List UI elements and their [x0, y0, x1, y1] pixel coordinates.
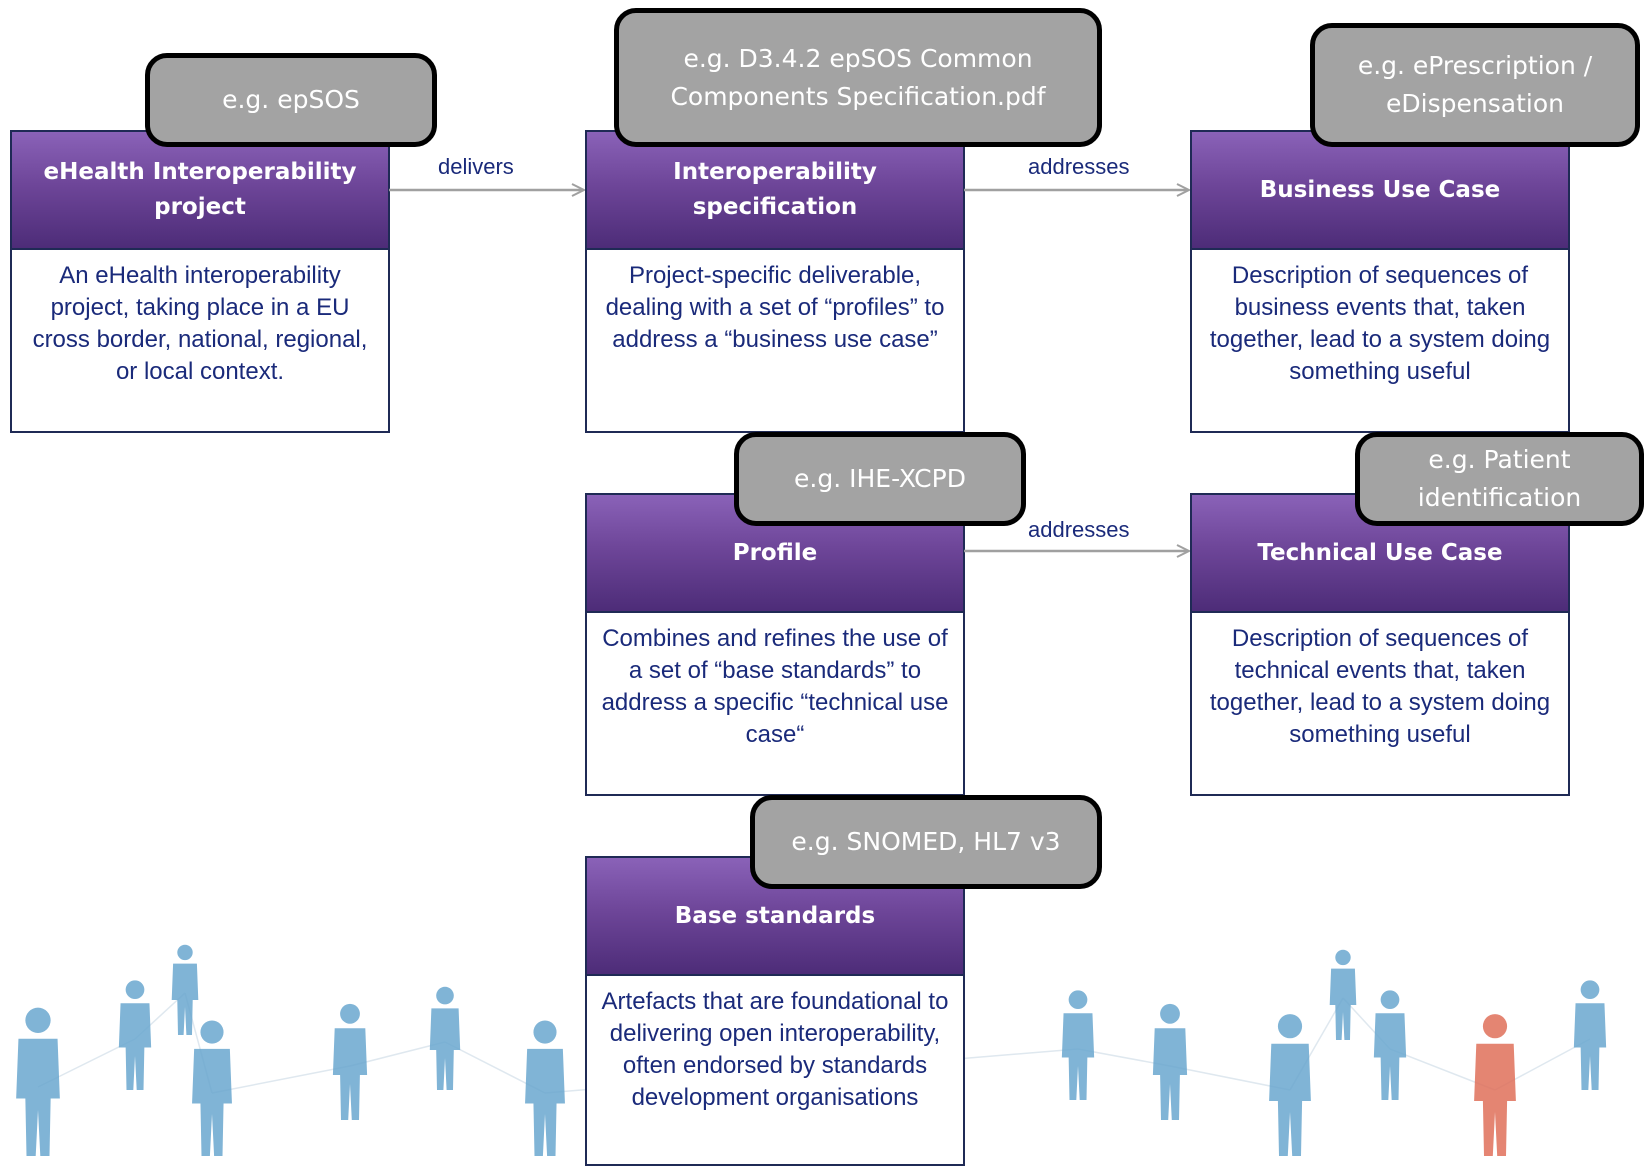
person-figure [192, 1020, 232, 1156]
base-standards-description: Artefacts that are foundational to deliv… [601, 988, 949, 1111]
profile-description: Combines and refines the use of a set of… [601, 625, 949, 748]
specification-example-tag: e.g. D3.4.2 epSOS Common Components Spec… [614, 8, 1102, 147]
delivers-label: delivers [438, 154, 514, 179]
person-figure [1573, 980, 1607, 1090]
person-figure [332, 1003, 368, 1120]
business-use-case-description: Description of sequences of business eve… [1209, 262, 1551, 385]
specification-box: Interoperability specification Project-s… [585, 130, 965, 433]
person-figure [1373, 990, 1407, 1100]
highlighted-person-figure [1474, 1014, 1516, 1156]
profile-box: Profile Combines and refines the use of … [585, 493, 965, 796]
addresses-business-label: addresses [1028, 154, 1130, 179]
person-figure [171, 944, 199, 1035]
addresses-technical-label: addresses [1028, 517, 1130, 542]
project-description: An eHealth interoperability project, tak… [32, 262, 368, 385]
technical-use-case-description: Description of sequences of technical ev… [1209, 625, 1551, 748]
person-figure [525, 1020, 565, 1156]
base-standards-example-tag: e.g. SNOMED, HL7 v3 [750, 795, 1102, 889]
person-figure [1061, 990, 1095, 1100]
person-figure [118, 980, 152, 1090]
project-example-tag: e.g. epSOS [145, 53, 437, 147]
business-use-case-title: Business Use Case [1192, 132, 1568, 250]
project-title: eHealth Interoperability project [12, 132, 388, 250]
technical-use-case-example-tag: e.g. Patient identification [1355, 432, 1644, 526]
business-use-case-example-tag: e.g. ePrescription / eDispensation [1310, 23, 1640, 147]
project-box: eHealth Interoperability project An eHea… [10, 130, 390, 433]
technical-use-case-box: Technical Use Case Description of sequen… [1190, 493, 1570, 796]
specification-description: Project-specific deliverable, dealing wi… [605, 262, 945, 353]
person-figure [1329, 949, 1357, 1040]
business-use-case-box: Business Use Case Description of sequenc… [1190, 130, 1570, 433]
profile-example-tag: e.g. IHE-XCPD [734, 432, 1026, 526]
person-figure [1152, 1003, 1188, 1120]
person-figure [16, 1007, 60, 1156]
specification-title: Interoperability specification [587, 132, 963, 250]
person-figure [429, 986, 461, 1090]
network-line [211, 1065, 351, 1094]
person-figure [1269, 1014, 1311, 1156]
